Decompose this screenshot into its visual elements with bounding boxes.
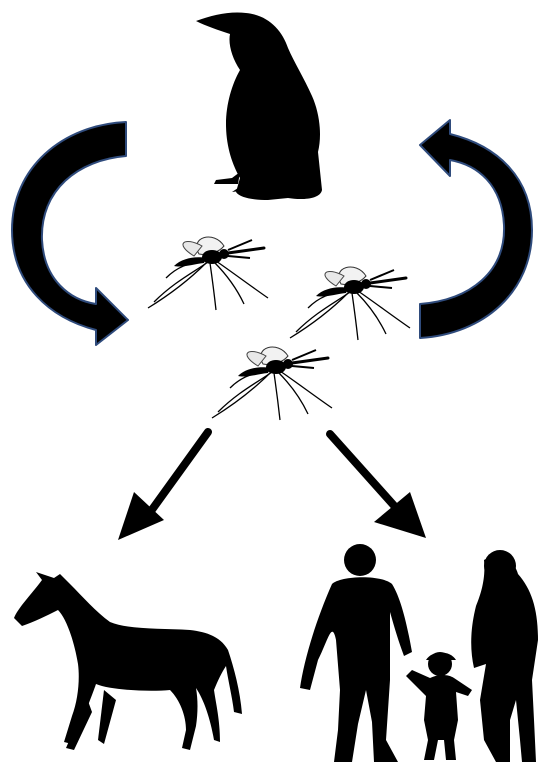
- mosquito-icon: [212, 347, 332, 420]
- crow-silhouette-icon: [196, 12, 322, 200]
- arrow-to-horse: [118, 432, 208, 540]
- mosquito-icon: [148, 237, 268, 310]
- cycle-arrow-right: [420, 120, 532, 338]
- family-silhouette-icon: [300, 544, 538, 762]
- cycle-arrow-left: [12, 122, 128, 345]
- arrow-to-people: [330, 434, 426, 538]
- horse-silhouette-icon: [14, 572, 242, 750]
- mosquito-icon: [290, 267, 410, 340]
